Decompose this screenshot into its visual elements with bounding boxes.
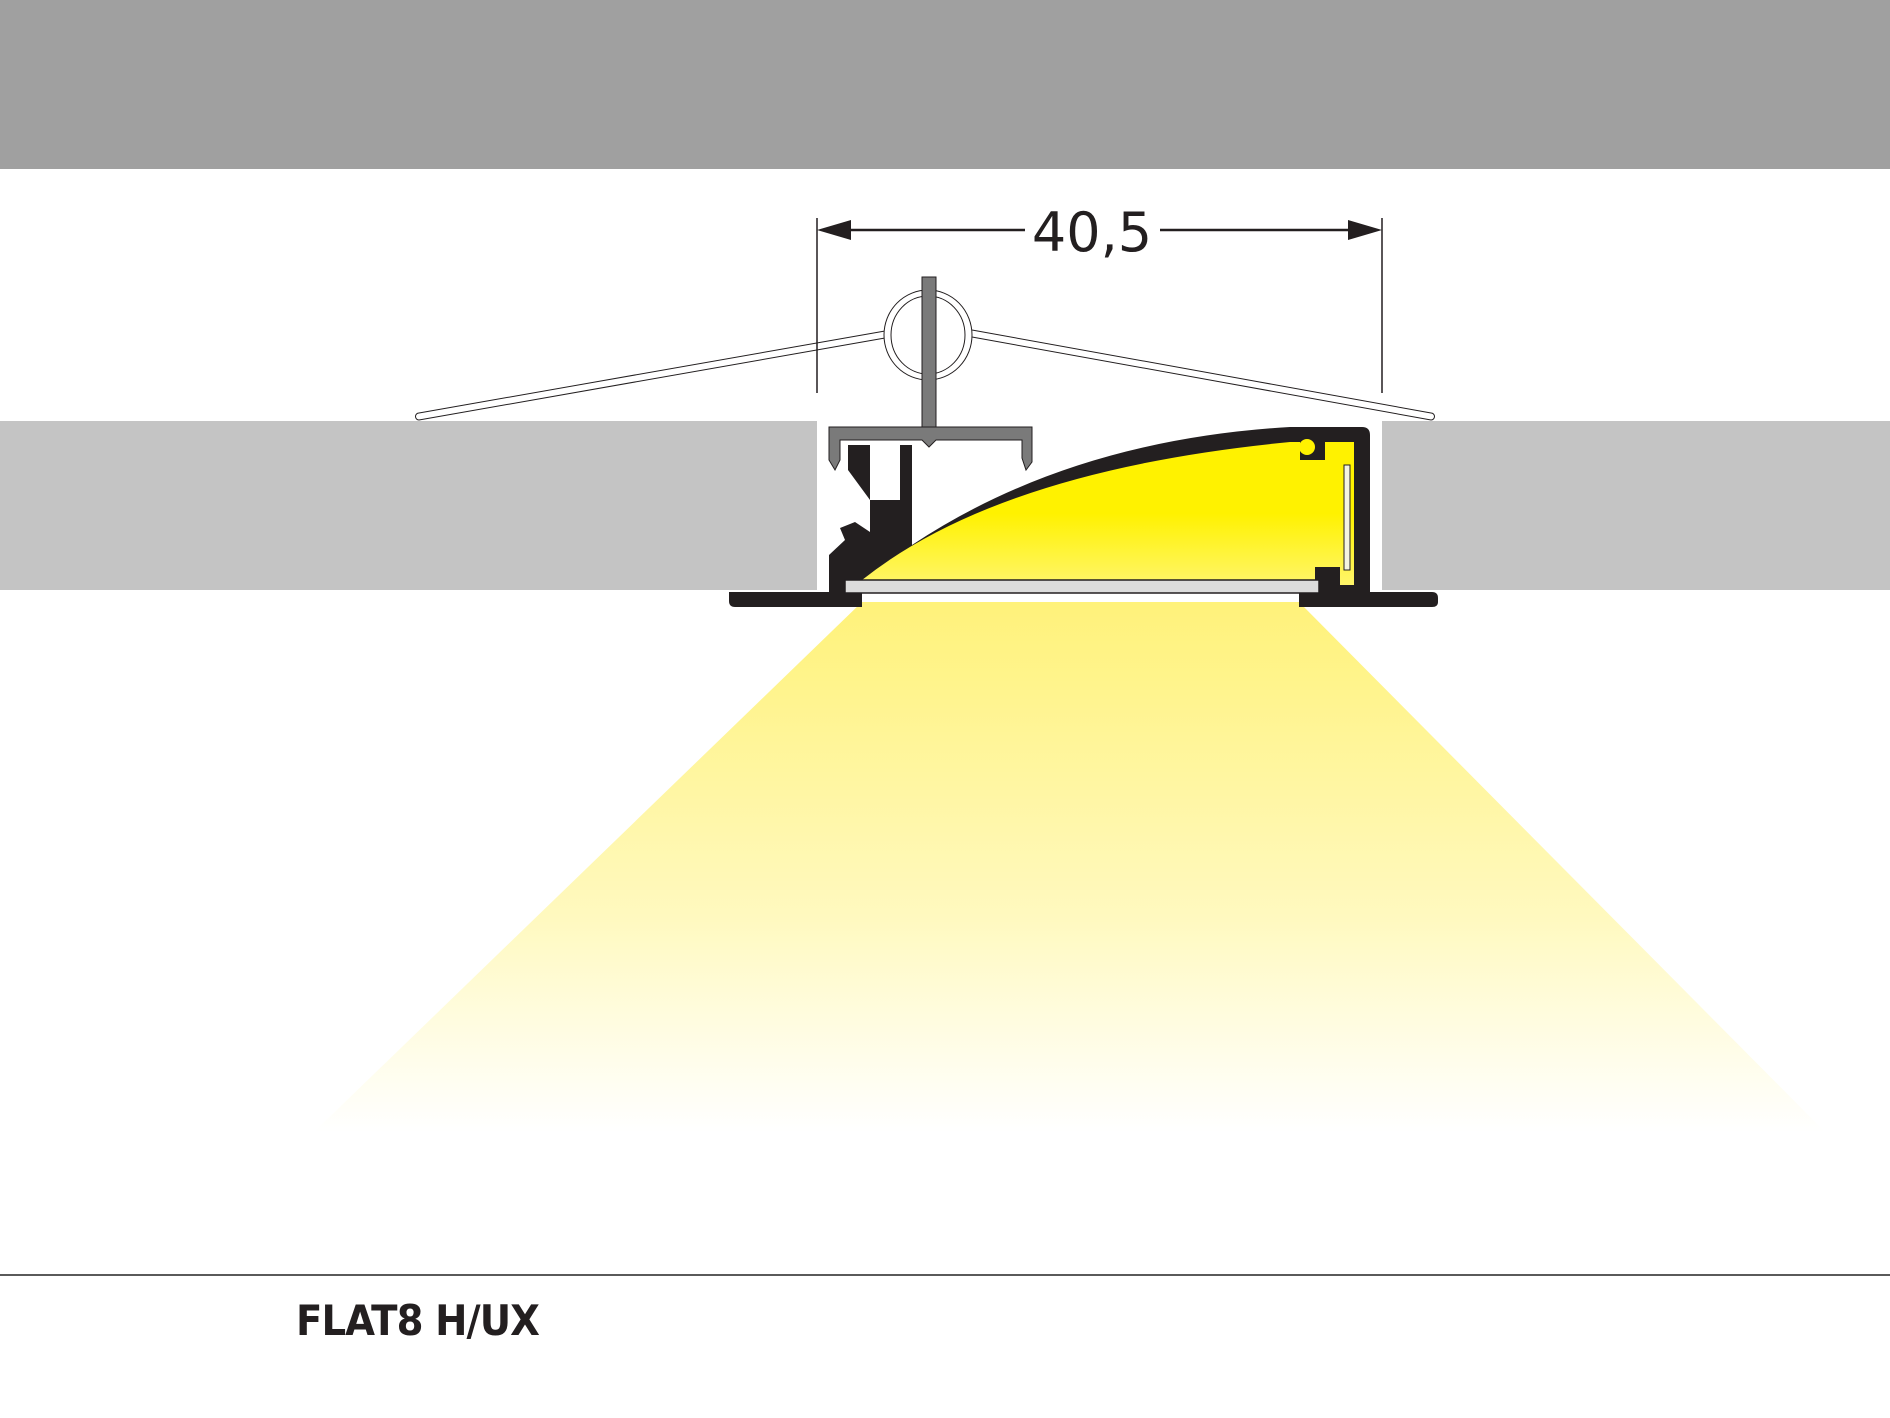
- width-dimension: 40,5: [816, 201, 1383, 393]
- spring-clip: [415, 289, 1435, 421]
- ceiling-board-right: [1382, 421, 1890, 590]
- aluminium-profile: [729, 427, 1438, 607]
- dimension-label: 40,5: [1032, 201, 1152, 264]
- light-beam: [313, 602, 1826, 1133]
- ceiling-slab: [0, 0, 1890, 169]
- mounting-bracket: [828, 276, 1033, 472]
- product-name: FLAT8 H/UX: [296, 1296, 540, 1345]
- ceiling-board-left: [0, 421, 817, 590]
